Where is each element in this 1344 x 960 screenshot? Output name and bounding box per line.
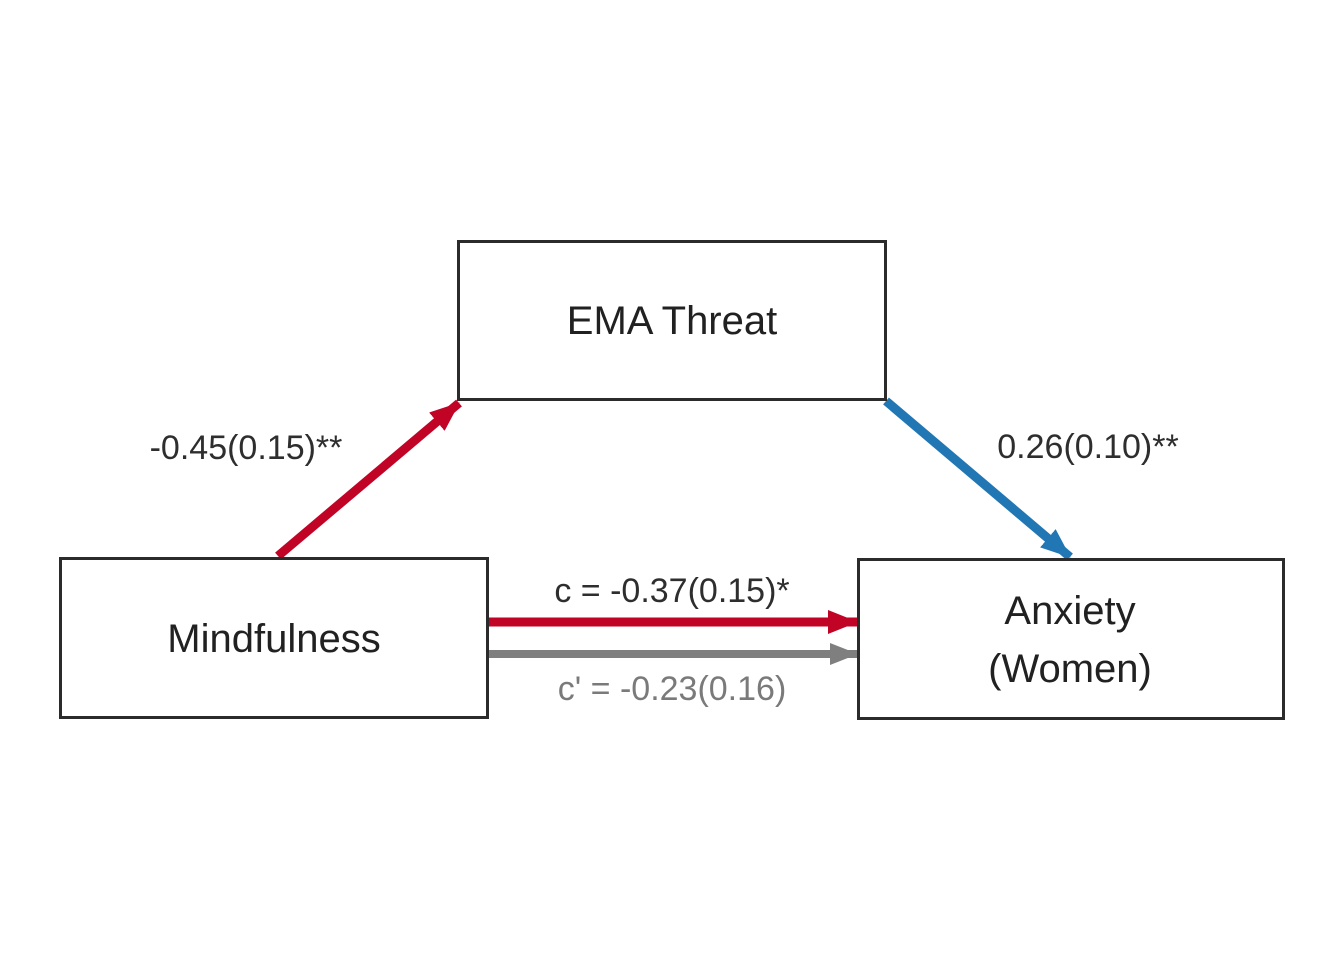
path-b-coefficient-label: 0.26(0.10)** [997, 428, 1178, 466]
path-c-prime-coefficient-label: c' = -0.23(0.16) [558, 670, 787, 708]
mediator-node-box [457, 240, 887, 401]
predictor-node-label: Mindfulness [167, 617, 380, 661]
predictor-node-box [59, 557, 489, 719]
path-a-coefficient-label: -0.45(0.15)** [150, 429, 343, 467]
path-b-arrow [883, 397, 1073, 561]
outcome-node-label-line2: (Women) [988, 647, 1152, 691]
outcome-node-box [857, 558, 1285, 720]
path-c-coefficient-label: c = -0.37(0.15)* [554, 572, 789, 610]
path-a-arrow [275, 399, 462, 560]
outcome-node-label-line1: Anxiety [1004, 589, 1135, 633]
mediator-node-label: EMA Threat [567, 299, 777, 343]
